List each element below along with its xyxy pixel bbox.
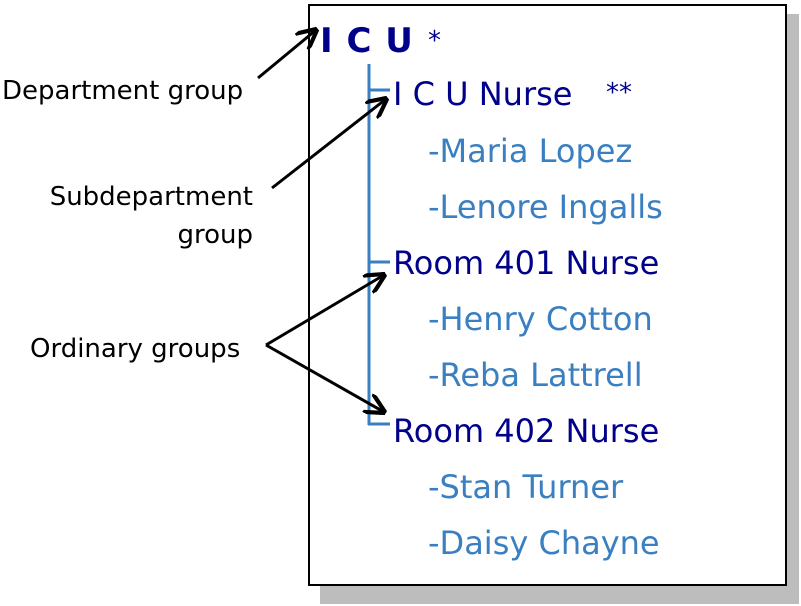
label-subdepartment-line2: group: [177, 220, 253, 250]
arrow-subdepartment-group: [271, 99, 386, 190]
member-item: -Stan Turner: [428, 468, 624, 506]
department-marker: *: [428, 26, 441, 56]
member-item: -Lenore Ingalls: [428, 188, 663, 226]
label-department-group: Department group: [2, 76, 244, 106]
arrow-ordinary-groups-402: [265, 343, 384, 412]
arrow-department-group: [257, 30, 316, 80]
member-item: -Henry Cotton: [428, 300, 653, 338]
department-name: I C U: [320, 21, 414, 61]
subdepartment-name: I C U Nurse: [393, 75, 573, 113]
subdepartment-marker: **: [606, 78, 632, 108]
member-item: -Daisy Chayne: [428, 524, 660, 562]
member-item: -Maria Lopez: [428, 132, 633, 170]
arrow-ordinary-groups-401: [265, 275, 384, 347]
member-item: -Reba Lattrell: [428, 356, 643, 394]
group-name-room-401: Room 401 Nurse: [393, 244, 660, 282]
label-subdepartment-line1: Subdepartment: [49, 182, 253, 212]
label-ordinary-groups: Ordinary groups: [30, 334, 241, 364]
group-name-room-402: Room 402 Nurse: [393, 412, 660, 450]
